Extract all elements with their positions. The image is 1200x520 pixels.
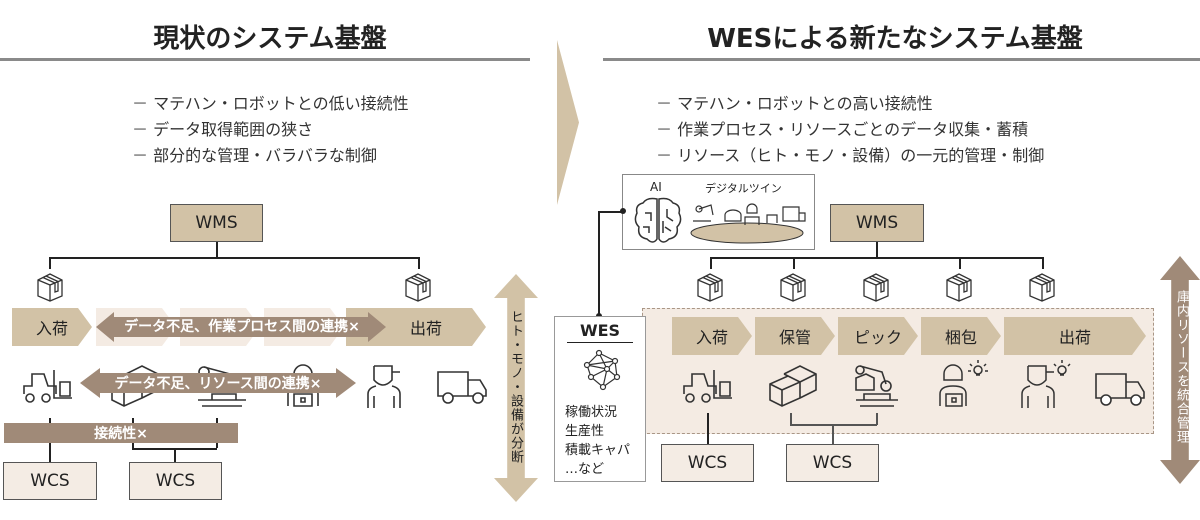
connector xyxy=(418,257,420,269)
connector xyxy=(49,257,51,269)
outbound-label: 出荷 xyxy=(409,319,442,338)
process-step-pack: 梱包 xyxy=(921,317,1001,355)
worker-laptop-idea-icon xyxy=(939,360,988,407)
connector xyxy=(793,257,795,269)
ai-label: AI xyxy=(650,180,662,194)
connector xyxy=(1042,257,1044,269)
left-divider xyxy=(0,58,530,61)
process-step-pick: ピック xyxy=(838,317,918,355)
connector xyxy=(876,413,878,425)
right-divider xyxy=(603,58,1200,61)
wes-title: WES xyxy=(567,321,633,343)
wes-box: WES 稼働状況 生産性 積載キャパ …など xyxy=(554,316,646,482)
twin-label: デジタルツイン xyxy=(705,182,782,195)
resource-gap-arrow xyxy=(80,368,356,398)
digital-twin-icon xyxy=(690,203,806,244)
bullet: 作業プロセス・リソースごとのデータ収集・蓄積 xyxy=(656,117,1044,143)
connector xyxy=(598,211,624,213)
process-gap-arrow xyxy=(96,312,386,342)
package-icon xyxy=(405,273,431,302)
bullet: マテハン・ロボットとの低い接続性 xyxy=(132,91,409,117)
wms-box: WMS xyxy=(830,204,924,242)
right-bullets: マテハン・ロボットとの高い接続性 作業プロセス・リソースごとのデータ収集・蓄積 … xyxy=(656,91,1044,169)
package-icon xyxy=(1029,273,1055,302)
wms-box: WMS xyxy=(170,204,263,242)
package-icon xyxy=(946,273,972,302)
wcs-box: WCS xyxy=(3,462,97,500)
worker-icon xyxy=(367,365,401,408)
ai-twin-box: AI デジタルツイン xyxy=(622,174,815,250)
process-step-inbound: 入荷 xyxy=(672,317,752,355)
connector xyxy=(959,257,961,269)
side-arrow-label: ヒト・モノ・設備が分断 xyxy=(508,310,523,464)
connector xyxy=(216,242,218,258)
right-title: WESによる新たなシステム基盤 xyxy=(707,24,1083,54)
left-title: 現状のシステム基盤 xyxy=(153,24,387,54)
truck-icon xyxy=(1095,373,1145,406)
wes-metrics: 稼働状況 生産性 積載キャパ …など xyxy=(565,403,630,479)
connector xyxy=(710,257,1043,259)
connector xyxy=(598,211,600,315)
bullet: リソース（ヒト・モノ・設備）の一元的管理・制御 xyxy=(656,143,1044,169)
wes-metric: 生産性 xyxy=(565,424,605,439)
connector xyxy=(832,424,834,445)
bullet: マテハン・ロボットとの高い接続性 xyxy=(656,91,1044,117)
truck-icon xyxy=(437,371,487,404)
left-bullets: マテハン・ロボットとの低い接続性 データ取得範囲の狭さ 部分的な管理・バラバラな… xyxy=(132,91,409,169)
process-step-outbound: 出荷 xyxy=(1004,317,1146,355)
connector xyxy=(710,257,712,269)
bullet: 部分的な管理・バラバラな制御 xyxy=(132,143,409,169)
connector xyxy=(707,413,709,445)
boxes-icon xyxy=(769,365,817,407)
process-step-inbound: 入荷 xyxy=(12,308,92,346)
package-icon xyxy=(863,273,889,302)
wes-metric: 稼働状況 xyxy=(565,405,618,420)
transition-arrow xyxy=(557,40,579,205)
forklift-icon xyxy=(683,370,732,403)
connector xyxy=(174,448,176,463)
package-icon xyxy=(780,273,806,302)
process-step-storage: 保管 xyxy=(755,317,835,355)
connector xyxy=(49,257,419,259)
package-icon xyxy=(697,273,723,302)
wes-metric: 積載キャパ xyxy=(565,443,631,458)
connector xyxy=(790,413,792,425)
connector xyxy=(790,424,877,426)
brain-icon xyxy=(634,197,682,243)
bullet: データ取得範囲の狭さ xyxy=(132,117,409,143)
connector xyxy=(876,242,878,258)
package-icon xyxy=(37,273,63,302)
network-icon xyxy=(583,349,621,391)
connector-dot xyxy=(620,208,626,214)
connectivity-bar: 接続性× xyxy=(4,423,238,443)
process-gap-label: データ不足、作業プロセス間の連携× xyxy=(124,319,360,335)
wcs-box: WCS xyxy=(129,462,222,500)
resource-gap-label: データ不足、リソース間の連携× xyxy=(114,376,322,392)
wcs-box: WCS xyxy=(661,444,754,482)
wcs-box: WCS xyxy=(786,444,879,482)
worker-idea-icon xyxy=(1021,360,1071,408)
forklift-icon xyxy=(23,370,72,403)
robot-arm-icon xyxy=(855,365,898,407)
side-arrow-label: 庫内リソースを統合管理 xyxy=(1174,290,1189,444)
wes-metric: …など xyxy=(565,462,605,477)
